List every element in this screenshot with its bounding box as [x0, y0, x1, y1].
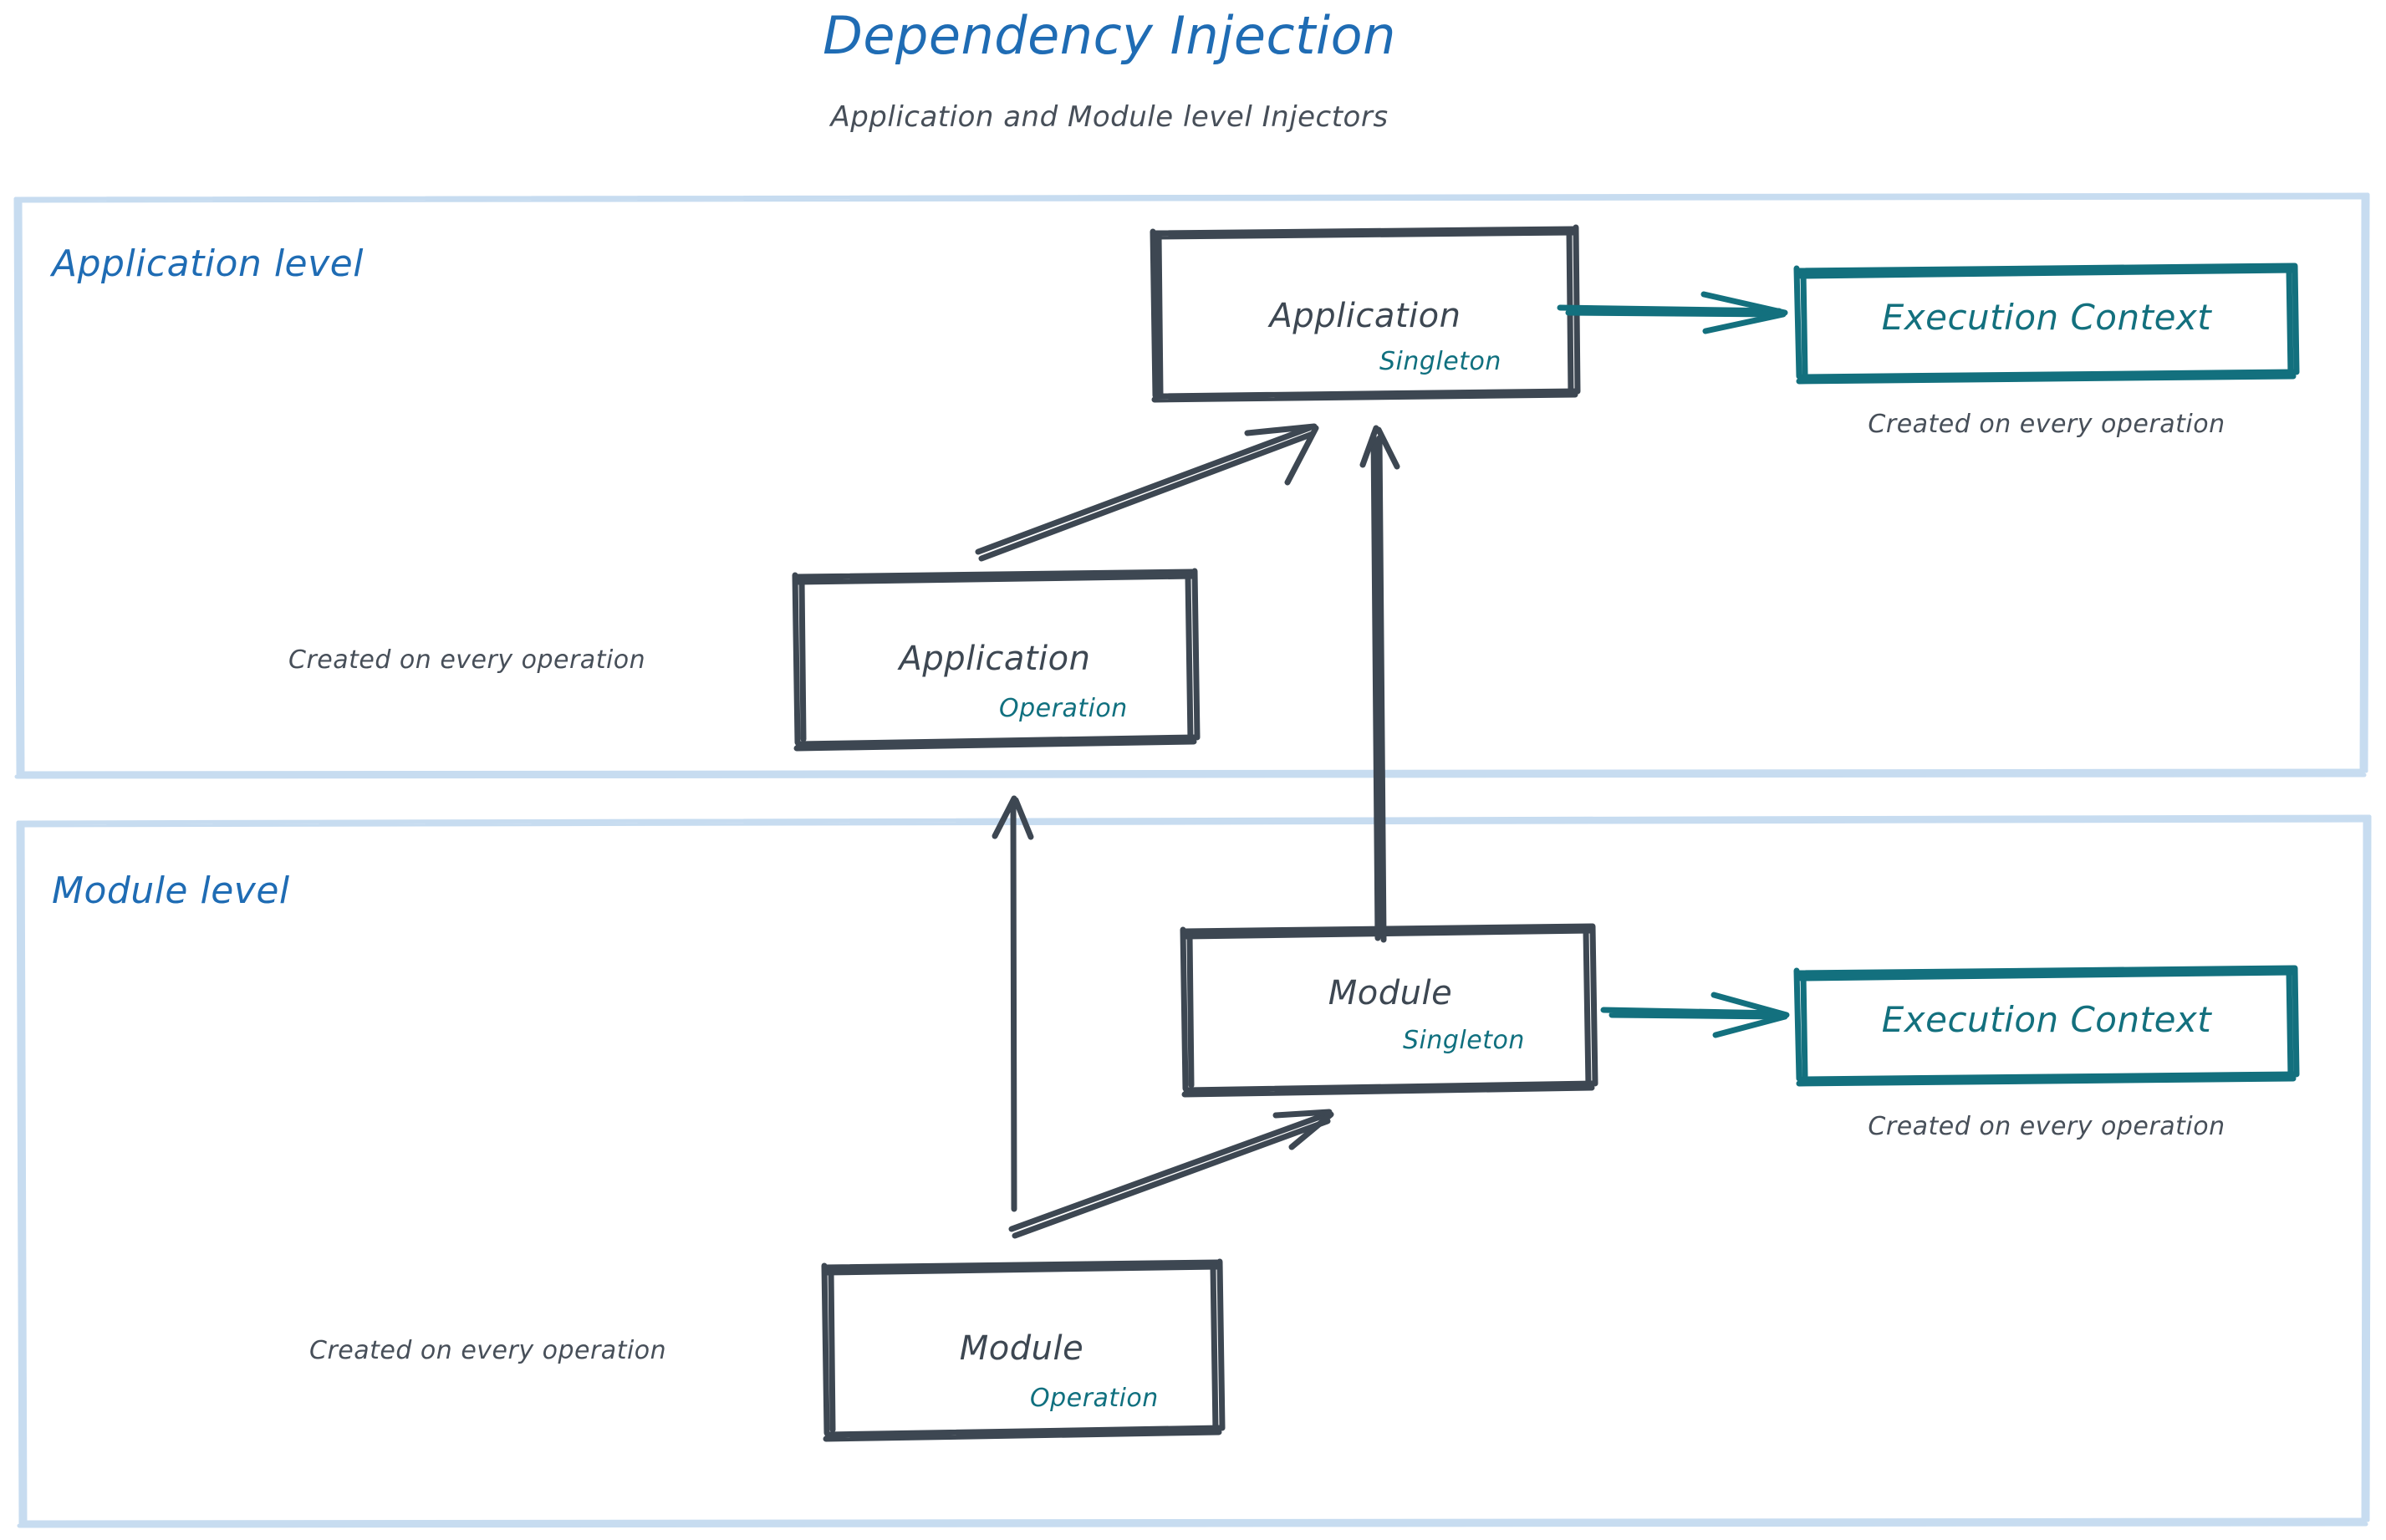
module-singleton-title: Module [1328, 974, 1453, 1012]
application-operation-caption: Created on every operation [288, 645, 646, 675]
application-singleton-box[interactable] [1150, 224, 1581, 403]
module-execution-context-box[interactable] [1793, 965, 2300, 1087]
module-operation-scope: Operation [1030, 1384, 1159, 1413]
module-singleton-box[interactable] [1180, 923, 1598, 1098]
module-execution-context-title: Execution Context [1881, 999, 2212, 1040]
edge-app-singleton-to-execution-context [1557, 291, 1788, 334]
section-label-application-level: Application level [52, 242, 364, 285]
application-operation-scope: Operation [999, 694, 1128, 723]
page-title: Dependency Injection [823, 5, 1396, 66]
module-operation-caption: Created on every operation [309, 1336, 667, 1365]
edge-module-singleton-to-execution-context [1600, 992, 1790, 1038]
application-level-container [13, 192, 2370, 779]
application-execution-context-caption: Created on every operation [1868, 410, 2225, 439]
application-operation-box[interactable] [792, 568, 1201, 752]
edge-module-singleton-to-app-singleton [1359, 425, 1400, 943]
page-subtitle: Application and Module level Injectors [830, 100, 1389, 134]
edge-app-operation-to-app-singleton [975, 423, 1319, 562]
application-execution-context-title: Execution Context [1881, 297, 2212, 338]
section-label-module-level: Module level [52, 869, 290, 912]
application-singleton-title: Application [1269, 297, 1461, 335]
module-operation-title: Module [959, 1329, 1084, 1368]
module-level-container [16, 814, 2372, 1528]
module-singleton-scope: Singleton [1403, 1026, 1525, 1055]
module-execution-context-caption: Created on every operation [1868, 1112, 2225, 1141]
application-operation-title: Application [899, 640, 1091, 678]
application-singleton-scope: Singleton [1379, 347, 1501, 376]
module-operation-box[interactable] [821, 1258, 1226, 1442]
edge-module-operation-to-app-operation [992, 795, 1034, 1212]
edge-module-operation-to-module-singleton [1008, 1109, 1334, 1239]
application-execution-context-box[interactable] [1793, 263, 2300, 385]
